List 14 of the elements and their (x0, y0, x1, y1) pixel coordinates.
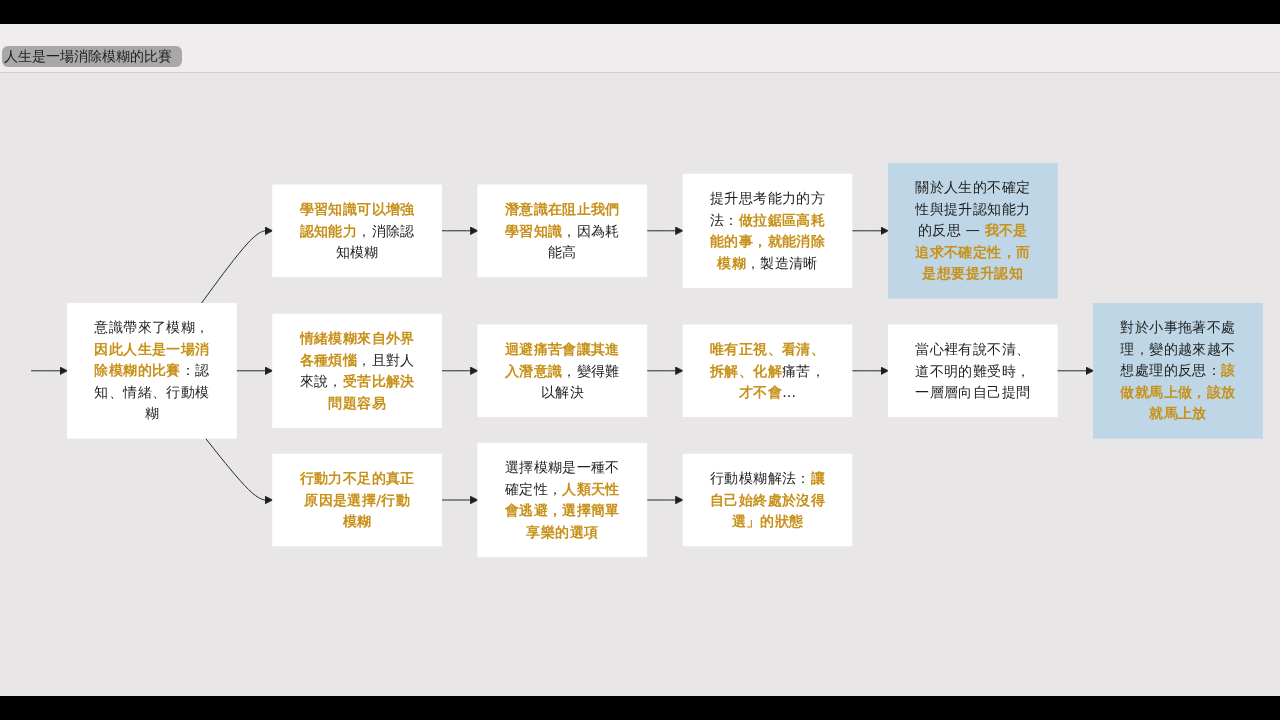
node-box: 潛意識在阻止我們學習知識，因為耗能高 (477, 184, 648, 278)
node-box: 當心裡有說不清、道不明的難受時，一層層向自己提問 (887, 324, 1058, 418)
node-box: 情緒模糊來自外界各種煩惱，且對人來說，受苦比解決問題容易 (272, 313, 442, 428)
node-box: 行動力不足的真正原因是選擇/行動模糊 (272, 453, 442, 547)
node-box: 選擇模糊是一種不確定性，人類天性會逃避，選擇簡單享樂的選項 (477, 442, 648, 558)
node-box: 提升思考能力的方法：做拉鋸區高耗能的事，就能消除模糊，製造清晰 (682, 173, 853, 288)
node-box: 行動模糊解法：讓自己始終處於沒得選」的狀態 (682, 453, 853, 547)
node-box: 意識帶來了模糊，因此人生是一場消除模糊的比賽：認知、情緒、行動模糊 (67, 302, 237, 439)
node-box: 對於小事拖著不處理，變的越來越不想處理的反思：該做就馬上做，該放就馬上放 (1093, 302, 1263, 439)
title: 人生是一場消除模糊的比賽 (2, 46, 182, 67)
node-box: 學習知識可以增強認知能力，消除認知模糊 (272, 184, 442, 278)
node-box: 關於人生的不確定性與提升認知能力的反思 — 我不是追求不確定性，而是想要提升認知 (887, 162, 1058, 299)
node-box: 唯有正視、看清、拆解、化解痛苦，才不會... (682, 324, 853, 418)
node-box: 迴避痛苦會讓其進入潛意識，變得難以解決 (477, 324, 648, 418)
